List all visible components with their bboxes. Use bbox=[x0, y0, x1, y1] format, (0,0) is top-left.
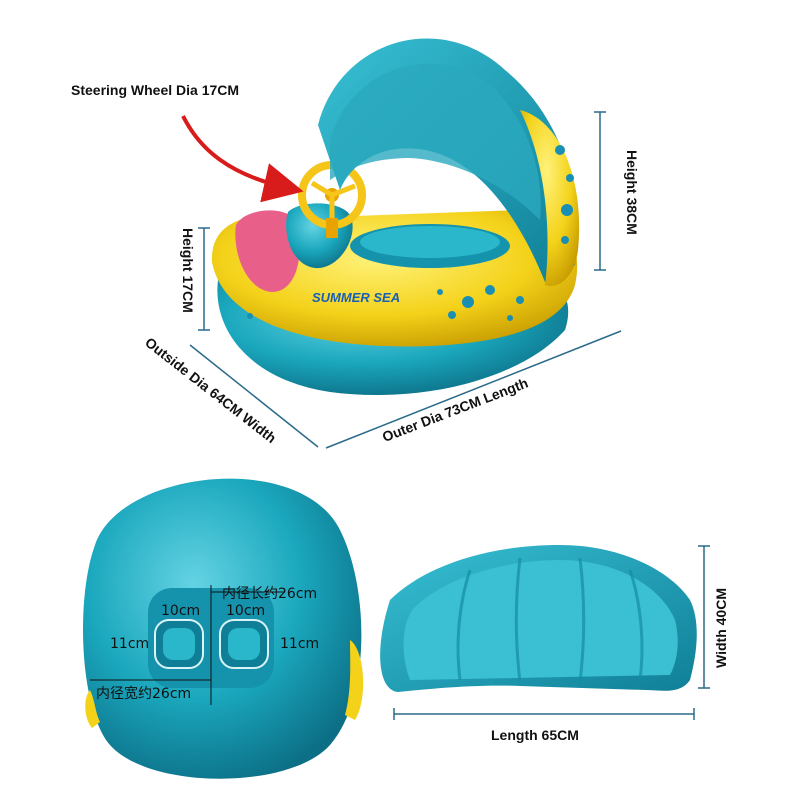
float-boat bbox=[211, 38, 580, 396]
dimension-lines-bottom bbox=[393, 545, 710, 720]
brand-text: SUMMER SEA bbox=[312, 290, 400, 305]
height-17-label: Height 17CM bbox=[180, 228, 196, 313]
dimension-lines-top bbox=[189, 111, 622, 449]
height-38-label: Height 38CM bbox=[624, 150, 640, 235]
inner-width-label: 内径宽约26cm bbox=[96, 686, 192, 702]
left-hole-width-label: 10cm bbox=[161, 603, 201, 619]
canopy-view bbox=[380, 545, 697, 692]
length-65-label: Length 65CM bbox=[491, 727, 579, 743]
steering-wheel-label: Steering Wheel Dia 17CM bbox=[71, 82, 240, 98]
pointer-arrow bbox=[181, 115, 304, 203]
inner-length-label: 内径长约26cm bbox=[222, 586, 318, 602]
left-hole-height-label: 11cm bbox=[110, 636, 150, 652]
float-top-view bbox=[83, 478, 364, 779]
width-40-label: Width 40CM bbox=[713, 588, 729, 668]
right-hole-width-label: 10cm bbox=[226, 603, 266, 619]
right-hole-height-label: 11cm bbox=[280, 636, 320, 652]
